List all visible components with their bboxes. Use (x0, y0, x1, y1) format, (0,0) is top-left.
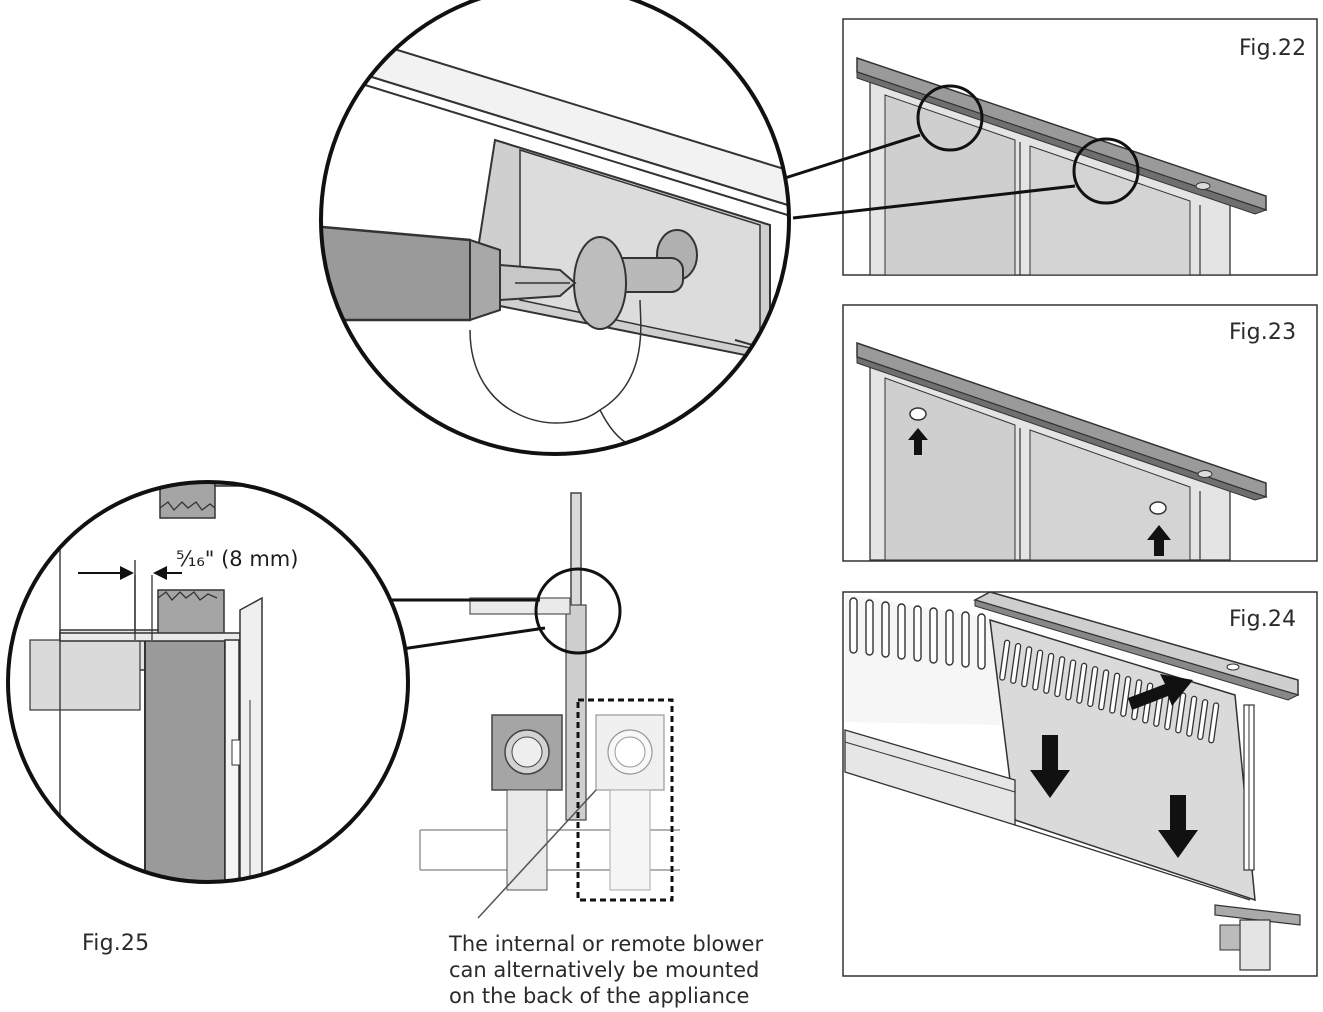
vent-slot (1109, 672, 1121, 714)
fig22-illustration (842, 18, 1318, 276)
vent-slot (1065, 659, 1077, 701)
fig24-diagonal-arrow (1128, 674, 1193, 710)
fig25-label: Fig.25 (82, 931, 150, 956)
vent-slot (1021, 646, 1033, 688)
vent-slot (897, 603, 906, 660)
vent-slot (865, 599, 874, 656)
screw-detail-zoom (319, 0, 791, 456)
fig24-down-arrow-left (1030, 735, 1070, 798)
fig24-illustration (842, 591, 1318, 977)
vent-slot (1098, 669, 1110, 711)
fig22-callout-left (916, 84, 984, 152)
vent-slot (1120, 675, 1132, 717)
vent-slot (1043, 652, 1055, 694)
vent-slot (1197, 699, 1209, 741)
caption-line-2: can alternatively be mounted (449, 958, 760, 982)
fig22-callout-right (1072, 137, 1140, 205)
vent-slot (849, 597, 858, 654)
vent-slot (1175, 692, 1187, 734)
fig23-illustration (842, 304, 1318, 562)
vent-slot (945, 609, 954, 666)
blower-mounting-caption: The internal or remote blower can altern… (449, 931, 849, 1009)
vent-slot (913, 605, 922, 662)
fig24-down-arrow-right (1158, 795, 1198, 858)
caption-line-1: The internal or remote blower (449, 932, 764, 956)
vent-slot (929, 607, 938, 664)
caption-line-3: on the back of the appliance (449, 984, 750, 1008)
clearance-dimension-label: ⁵⁄₁₆" (8 mm) (176, 547, 299, 571)
fig23-up-arrow-right (1147, 525, 1171, 556)
vent-slot (1010, 642, 1022, 684)
fig24-label: Fig.24 (1229, 607, 1297, 632)
vent-slot (1208, 702, 1220, 744)
vent-slot (977, 613, 986, 670)
clearance-detail-zoom (6, 480, 410, 884)
vent-slot (1032, 649, 1044, 691)
fig22-label: Fig.22 (1239, 36, 1307, 61)
vent-slot (1076, 662, 1088, 704)
alternative-blower-dashed-box (576, 698, 674, 902)
vent-slot (999, 639, 1011, 681)
fig25-callout (534, 567, 622, 655)
vent-slot (1087, 666, 1099, 708)
vent-slot (961, 611, 970, 668)
fig25-illustration (419, 492, 680, 919)
vent-slot (1186, 695, 1198, 737)
vent-slot (1054, 656, 1066, 698)
vent-slot (881, 601, 890, 658)
fig23-label: Fig.23 (1229, 320, 1297, 345)
fig23-up-arrow-left (908, 428, 928, 455)
